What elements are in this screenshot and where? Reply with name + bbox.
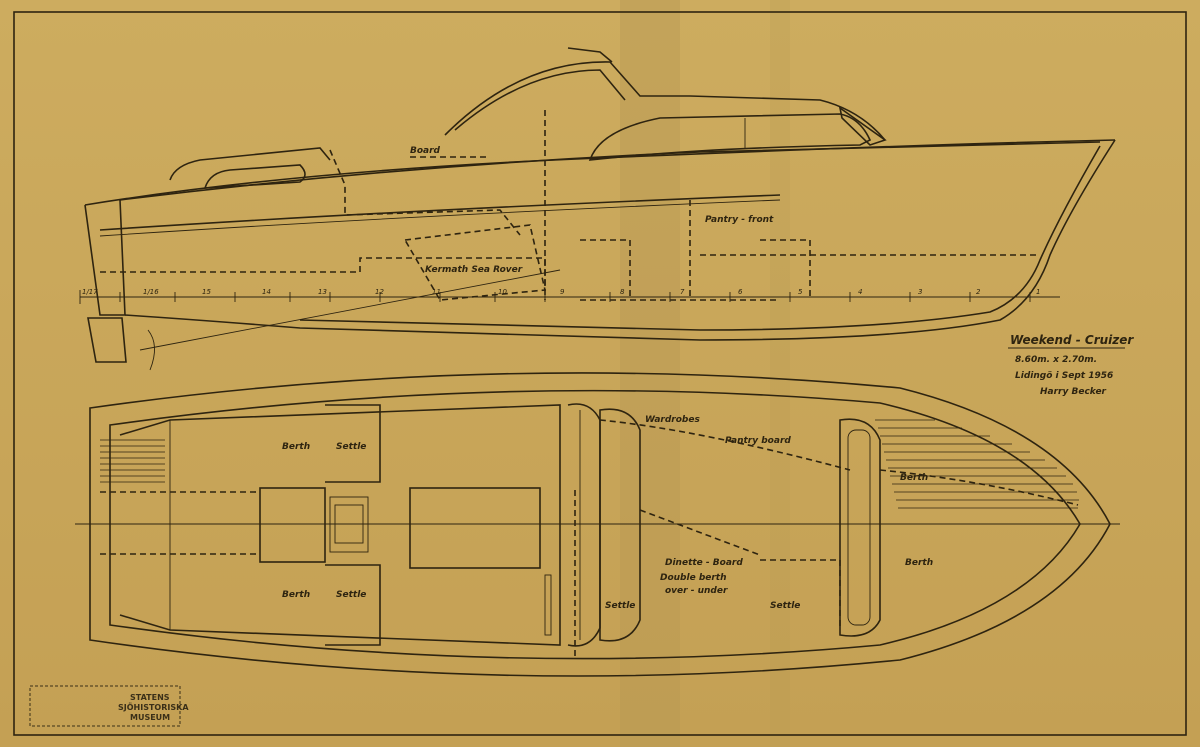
stamp-line1: STATENS	[130, 693, 170, 702]
wardrobes-label: Wardrobes	[645, 415, 700, 425]
station-label: 15	[202, 288, 211, 296]
station-label: 12	[375, 288, 384, 296]
settle-mid-right-label: Settle	[770, 601, 800, 611]
engine-box-inner	[329, 496, 369, 553]
station-label: 13	[318, 288, 327, 296]
chine-line	[299, 145, 1101, 331]
stamp-frame	[29, 685, 181, 727]
station-label: 10	[498, 288, 507, 296]
dinette-board-label: Dinette - Board	[665, 558, 743, 568]
station-label: 5	[798, 288, 803, 296]
settle-aft-bottom-label: Settle	[336, 590, 366, 600]
windshield-plan	[567, 403, 601, 647]
berth-fwd-bottom-label: Berth	[905, 558, 933, 568]
pantry-board-label: Pantry board	[725, 436, 791, 446]
title-dimensions: 8.60m. x 2.70m.	[1015, 355, 1097, 365]
sheet-border	[13, 11, 1187, 736]
engine-label: Kermath Sea Rover	[425, 265, 523, 275]
cabin-forward-roof	[599, 408, 641, 642]
plan-deck-inner	[109, 389, 1081, 660]
station-label: 3	[918, 288, 922, 296]
dinette-dashed-plan	[639, 509, 761, 556]
fwd-berth-dashed	[760, 239, 811, 300]
fwd-deck-hatching	[875, 419, 1079, 509]
berth-aft-bottom-label: Berth	[282, 590, 310, 600]
settle-top-block	[325, 404, 381, 483]
title-place-date: Lidingö i Sept 1956	[1015, 371, 1113, 381]
plan-view: Berth Settle Berth Settle Wardrobes Pant…	[75, 372, 1120, 677]
rub-rail	[99, 194, 781, 231]
over-under-label: over - under	[665, 586, 728, 596]
deckhouse-roof	[444, 61, 690, 136]
engine-box	[259, 487, 326, 563]
engine-hatch-dashed	[329, 149, 521, 236]
station-labels: 1/17 1/16 15 14 13 12 11 10 9 8 7 6 5 4 …	[82, 288, 1040, 296]
station-label: 1/16	[143, 288, 159, 296]
deckhouse-roof-inner	[454, 69, 626, 131]
plan-hull-outline	[89, 372, 1111, 677]
deck-line	[119, 141, 1101, 201]
station-label: 6	[738, 288, 743, 296]
sheer-line	[84, 139, 1116, 206]
station-label: 8	[620, 288, 625, 296]
transom	[84, 199, 126, 316]
station-label: 7	[680, 288, 685, 296]
pantry-front-label: Pantry - front	[705, 215, 774, 225]
aft-deck-hatching	[100, 439, 165, 483]
stamp-line3: MUSEUM	[130, 713, 170, 722]
station-label: 9	[560, 288, 565, 296]
cockpit-coaming	[119, 404, 561, 646]
station-ticks	[119, 292, 1031, 302]
station-label: 14	[262, 288, 271, 296]
station-label: 1	[1036, 288, 1040, 296]
profile-view: 1/17 1/16 15 14 13 12 11 10 9 8 7 6 5 4 …	[79, 47, 1116, 371]
fwd-hatch	[839, 418, 881, 637]
berth-fwd-top-label: Berth	[900, 473, 928, 483]
fwd-window	[838, 106, 887, 146]
rudder	[87, 317, 127, 363]
settle-bottom-block	[325, 564, 381, 646]
station-label: 4	[858, 288, 862, 296]
berth-aft-top-label: Berth	[282, 442, 310, 452]
rub-rail-lower	[99, 199, 781, 237]
prop-shaft	[139, 269, 561, 351]
settle-mid-left-label: Settle	[605, 601, 635, 611]
windshield-top	[567, 47, 613, 63]
engine-box-core	[334, 504, 364, 544]
double-berth-label: Double berth	[660, 573, 727, 583]
bow-keel-line	[124, 139, 1116, 341]
fwd-hatch-inner	[847, 429, 871, 626]
aft-coaming	[169, 147, 331, 181]
title-signature: Harry Becker	[1040, 387, 1107, 397]
cockpit-hatch	[409, 487, 541, 569]
fwd-berth-dashed	[879, 469, 1079, 506]
title-name: Weekend - Cruizer	[1010, 333, 1134, 347]
title-block: Weekend - Cruizer 8.60m. x 2.70m. Liding…	[1008, 333, 1134, 397]
settle-aft-top-label: Settle	[336, 442, 366, 452]
cabin-top	[689, 95, 886, 141]
station-label: 2	[976, 288, 981, 296]
dinette-dashed	[580, 239, 631, 300]
paper-fold-band-2	[770, 0, 790, 747]
station-label: 11	[432, 288, 441, 296]
museum-stamp: STATENS SJÖHISTORISKA MUSEUM	[29, 685, 189, 727]
station-label: 1/17	[82, 288, 98, 296]
pantry-dashed-plan	[599, 419, 851, 471]
steering-wheel	[544, 574, 552, 636]
board-label: Board	[410, 146, 441, 156]
propeller	[147, 329, 155, 371]
stamp-line2: SJÖHISTORISKA	[118, 702, 189, 712]
engine-block-dashed	[403, 224, 546, 301]
